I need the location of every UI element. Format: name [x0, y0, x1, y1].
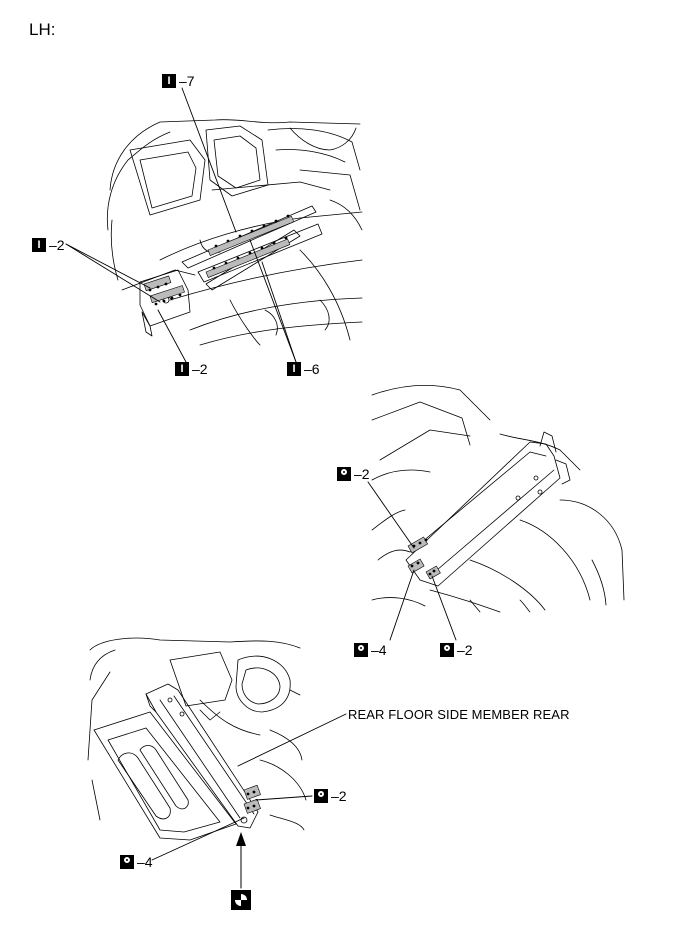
middle-view [367, 385, 625, 641]
callout-separator: – [137, 854, 145, 870]
bottom-view [87, 637, 347, 889]
callout-bot-4: –4 [120, 855, 153, 869]
callout-top-7: I–7 [162, 74, 195, 88]
callout-separator: – [354, 466, 362, 482]
callout-top-2-bottom: I–2 [175, 362, 208, 376]
spot-weld-i-icon: I [32, 238, 46, 252]
callout-separator: – [457, 642, 465, 658]
callout-bot-2: –2 [314, 789, 347, 803]
callout-separator: – [371, 642, 379, 658]
spot-weld-o-icon [337, 467, 351, 481]
spot-weld-i-icon: I [162, 74, 176, 88]
callout-separator: – [192, 361, 200, 377]
page-heading: LH: [29, 20, 56, 39]
callout-number: 2 [338, 788, 347, 804]
callout-separator: – [179, 73, 187, 89]
callout-top-6: I–6 [287, 362, 320, 376]
callout-mid-2-upper: –2 [337, 467, 370, 481]
callout-top-2-left: I–2 [32, 238, 65, 252]
callout-mid-2-lower: –2 [440, 643, 473, 657]
callout-separator: – [304, 361, 312, 377]
view-direction-icon [231, 890, 251, 910]
callout-number: 2 [464, 642, 473, 658]
callout-number: 2 [56, 237, 65, 253]
callout-number: 2 [361, 466, 370, 482]
callout-number: 4 [144, 854, 153, 870]
callout-mid-4: –4 [354, 643, 387, 657]
callout-separator: – [331, 788, 339, 804]
spot-weld-o-icon [440, 643, 454, 657]
spot-weld-o-icon [120, 855, 134, 869]
callout-number: 2 [199, 361, 208, 377]
spot-weld-i-icon: I [287, 362, 301, 376]
callout-number: 6 [311, 361, 320, 377]
callout-number: 4 [378, 642, 387, 658]
top-view [65, 87, 363, 363]
spot-weld-o-icon [314, 789, 328, 803]
callout-number: 7 [186, 73, 195, 89]
part-name-label: REAR FLOOR SIDE MEMBER REAR [348, 707, 570, 722]
spot-weld-o-icon [354, 643, 368, 657]
callout-separator: – [49, 237, 57, 253]
spot-weld-i-icon: I [175, 362, 189, 376]
view-direction-callout [231, 890, 254, 910]
